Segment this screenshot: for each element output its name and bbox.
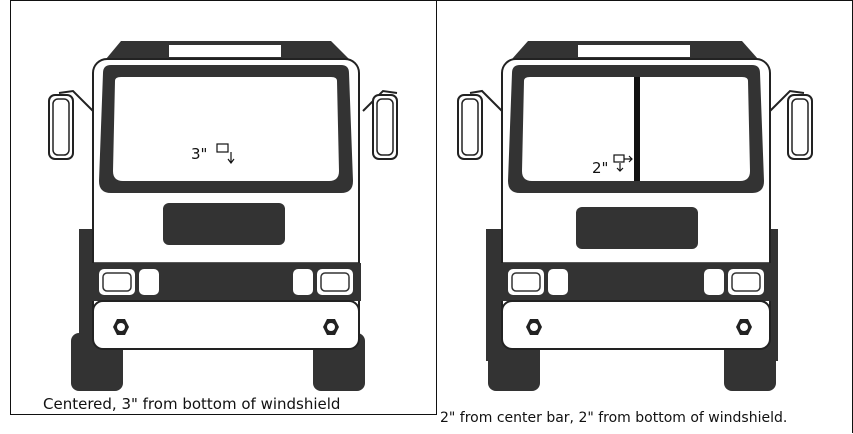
roof-light-bar	[169, 45, 281, 57]
center-bar	[634, 77, 640, 181]
truck-front-diagram: 3"	[11, 1, 438, 416]
headlight-right-inner	[293, 269, 313, 295]
bumper	[93, 301, 359, 349]
grille	[576, 207, 698, 249]
right-panel: 2" 2" from center bar, 2" from bottom of…	[436, 0, 853, 433]
headlight-right-inner	[704, 269, 724, 295]
caption: Centered, 3" from bottom of windshield	[43, 395, 340, 413]
truck-front-diagram: 2"	[436, 1, 853, 434]
measurement-label: 2"	[592, 159, 608, 177]
windshield	[113, 77, 339, 181]
bumper	[502, 301, 770, 349]
grille	[163, 203, 285, 245]
headlight-left-inner	[548, 269, 568, 295]
roof-light-bar	[578, 45, 690, 57]
caption: 2" from center bar, 2" from bottom of wi…	[440, 410, 787, 426]
left-panel: 3" Centered, 3" from bottom of windshiel…	[10, 0, 437, 415]
headlight-left-inner	[139, 269, 159, 295]
measurement-label: 3"	[191, 145, 207, 163]
